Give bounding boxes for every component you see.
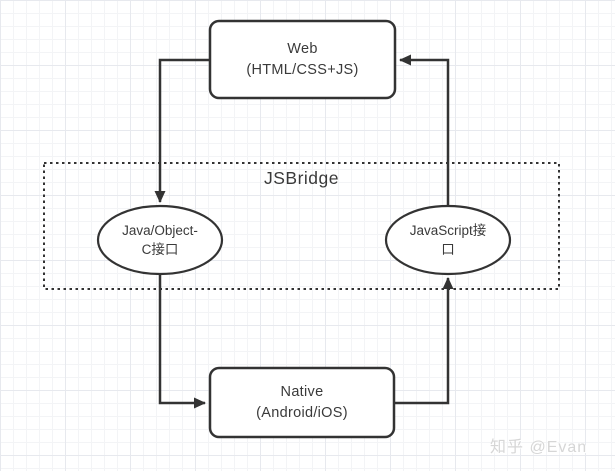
edge-right-interface-to-web — [399, 54, 450, 206]
edge-native-to-right-interface — [394, 277, 454, 405]
web-node-box — [208, 19, 397, 100]
edge-left-interface-to-native — [158, 274, 206, 409]
edge-web-to-left-interface — [154, 58, 210, 203]
watermark: 知乎 @Evan — [490, 439, 588, 456]
left-interface-ellipse — [96, 204, 224, 276]
native-node-box — [208, 366, 396, 439]
jsbridge-container-border — [43, 162, 560, 290]
right-interface-ellipse — [384, 204, 512, 276]
